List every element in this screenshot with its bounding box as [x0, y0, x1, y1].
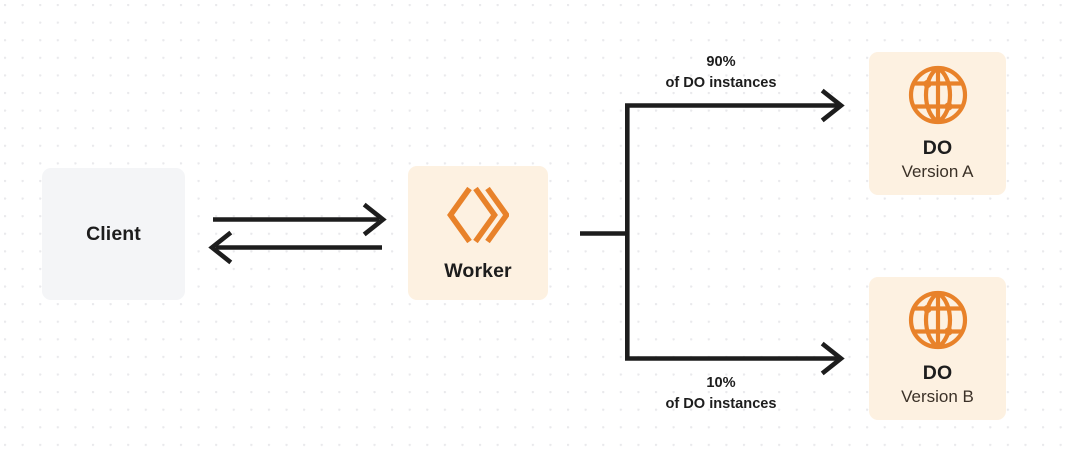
node-do-a-subtitle: Version A — [901, 162, 974, 182]
node-do-version-a[interactable]: DO Version A — [869, 52, 1006, 195]
node-worker[interactable]: Worker — [408, 166, 548, 300]
node-client[interactable]: Client — [42, 168, 185, 300]
edge-label-do-a-description: of DO instances — [665, 74, 777, 91]
edge-label-do-b: 10% of DO instances — [605, 373, 837, 414]
node-do-version-b[interactable]: DO Version B — [869, 277, 1006, 420]
cloudflare-workers-icon — [447, 184, 510, 246]
edge-label-do-b-description: of DO instances — [665, 395, 777, 412]
node-do-b-title: DO — [922, 362, 953, 385]
node-do-b-subtitle: Version B — [901, 387, 974, 407]
arrow-worker-to-client — [208, 230, 382, 265]
node-worker-title: Worker — [444, 259, 512, 282]
globe-icon — [907, 64, 969, 126]
globe-icon — [907, 289, 969, 351]
edge-label-do-a-percent: 90% — [706, 54, 736, 70]
branch-trunk — [580, 105, 630, 359]
arrow-client-to-worker — [213, 202, 387, 237]
node-do-a-title: DO — [922, 137, 953, 160]
arrow-worker-to-do-a — [625, 88, 845, 123]
edge-label-do-b-percent: 10% — [706, 375, 736, 391]
node-client-title: Client — [86, 222, 141, 245]
edge-label-do-a: 90% of DO instances — [605, 52, 837, 93]
arrow-worker-to-do-b — [625, 341, 845, 376]
